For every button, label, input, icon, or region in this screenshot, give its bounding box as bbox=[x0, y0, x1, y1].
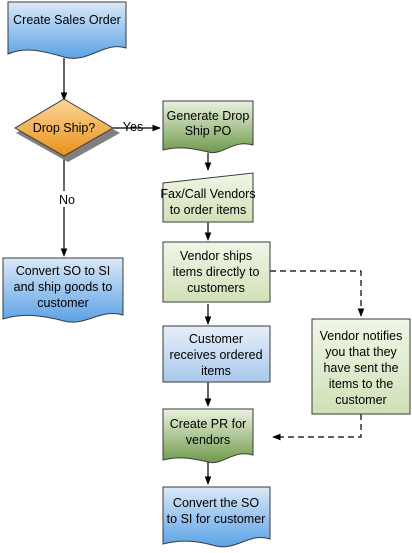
convert-so-ship-label-line-1: Convert SO to SI bbox=[16, 264, 110, 278]
customer-receives-node: Customer receives ordered items bbox=[162, 325, 271, 383]
vendor-notifies-label-line-4: items to the bbox=[329, 377, 394, 391]
edge-notifies-to-pr bbox=[272, 414, 362, 441]
vendor-notifies-label-line-1: Vendor notifies bbox=[320, 329, 403, 343]
vendor-notifies-label-line-3: have sent the bbox=[323, 361, 398, 375]
vendor-ships-label-line-3: customers bbox=[187, 281, 245, 295]
drop-ship-decision-node: Drop Ship? bbox=[14, 98, 120, 162]
customer-receives-label-line-1: Customer bbox=[189, 332, 243, 346]
convert-so-si-ship-node: Convert SO to SI and ship goods to custo… bbox=[2, 257, 124, 323]
convert-so-customer-label-line-1: Convert the SO bbox=[173, 496, 259, 510]
vendor-ships-node: Vendor ships items directly to customers bbox=[162, 241, 271, 303]
customer-receives-label-line-2: receives ordered bbox=[169, 348, 262, 362]
convert-so-ship-label-line-3: customer bbox=[37, 296, 88, 310]
no-label: No bbox=[59, 193, 75, 207]
generate-po-label-line-2: Ship PO bbox=[185, 124, 232, 138]
vendor-notifies-label-line-2: you that they bbox=[325, 345, 397, 359]
create-pr-label-line-1: Create PR for bbox=[170, 417, 246, 431]
convert-so-si-customer-node: Convert the SO to SI for customer bbox=[162, 486, 271, 548]
generate-po-node: Generate Drop Ship PO bbox=[162, 100, 254, 154]
generate-po-label-line-1: Generate Drop bbox=[167, 109, 250, 123]
vendor-notifies-node: Vendor notifies you that they have sent … bbox=[311, 318, 411, 415]
create-pr-node: Create PR for vendors bbox=[162, 408, 254, 464]
fax-call-vendors-node: Fax/Call Vendors to order items bbox=[160, 172, 256, 223]
fax-call-label-line-2: to order items bbox=[170, 203, 246, 217]
create-sales-order-label: Create Sales Order bbox=[13, 13, 121, 27]
fax-call-label-line-1: Fax/Call Vendors bbox=[160, 187, 255, 201]
customer-receives-label-line-3: items bbox=[201, 364, 231, 378]
convert-so-ship-label-line-2: and ship goods to bbox=[14, 280, 113, 294]
vendor-notifies-label-line-5: customer bbox=[335, 393, 386, 407]
vendor-ships-label-line-1: Vendor ships bbox=[180, 249, 252, 263]
vendor-ships-label-line-2: items directly to bbox=[173, 265, 260, 279]
edge-vendor-ships-to-notifies bbox=[270, 270, 365, 317]
convert-so-customer-label-line-2: to SI for customer bbox=[167, 512, 266, 526]
create-pr-label-line-2: vendors bbox=[186, 433, 230, 447]
yes-label: Yes bbox=[123, 120, 143, 134]
create-sales-order-node: Create Sales Order bbox=[7, 1, 127, 59]
drop-ship-decision-label: Drop Ship? bbox=[33, 121, 96, 135]
